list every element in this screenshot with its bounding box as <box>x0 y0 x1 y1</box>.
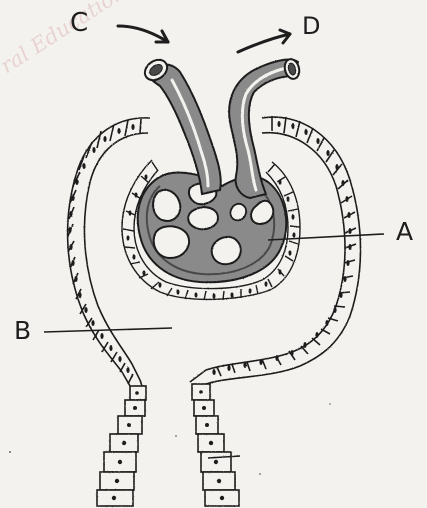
label-a: A <box>396 219 413 244</box>
tubule-right <box>192 384 240 506</box>
capsule-outer-wall-left <box>68 118 150 400</box>
scan-specks <box>9 403 331 475</box>
arrow-d-icon <box>238 30 290 52</box>
label-b-pointer <box>44 328 172 332</box>
label-b: B <box>14 318 31 343</box>
label-c: C <box>70 10 88 36</box>
tubule-left <box>97 386 146 506</box>
label-d: D <box>302 14 320 38</box>
arrow-c-icon <box>118 26 168 42</box>
efferent-arteriole <box>229 58 301 198</box>
